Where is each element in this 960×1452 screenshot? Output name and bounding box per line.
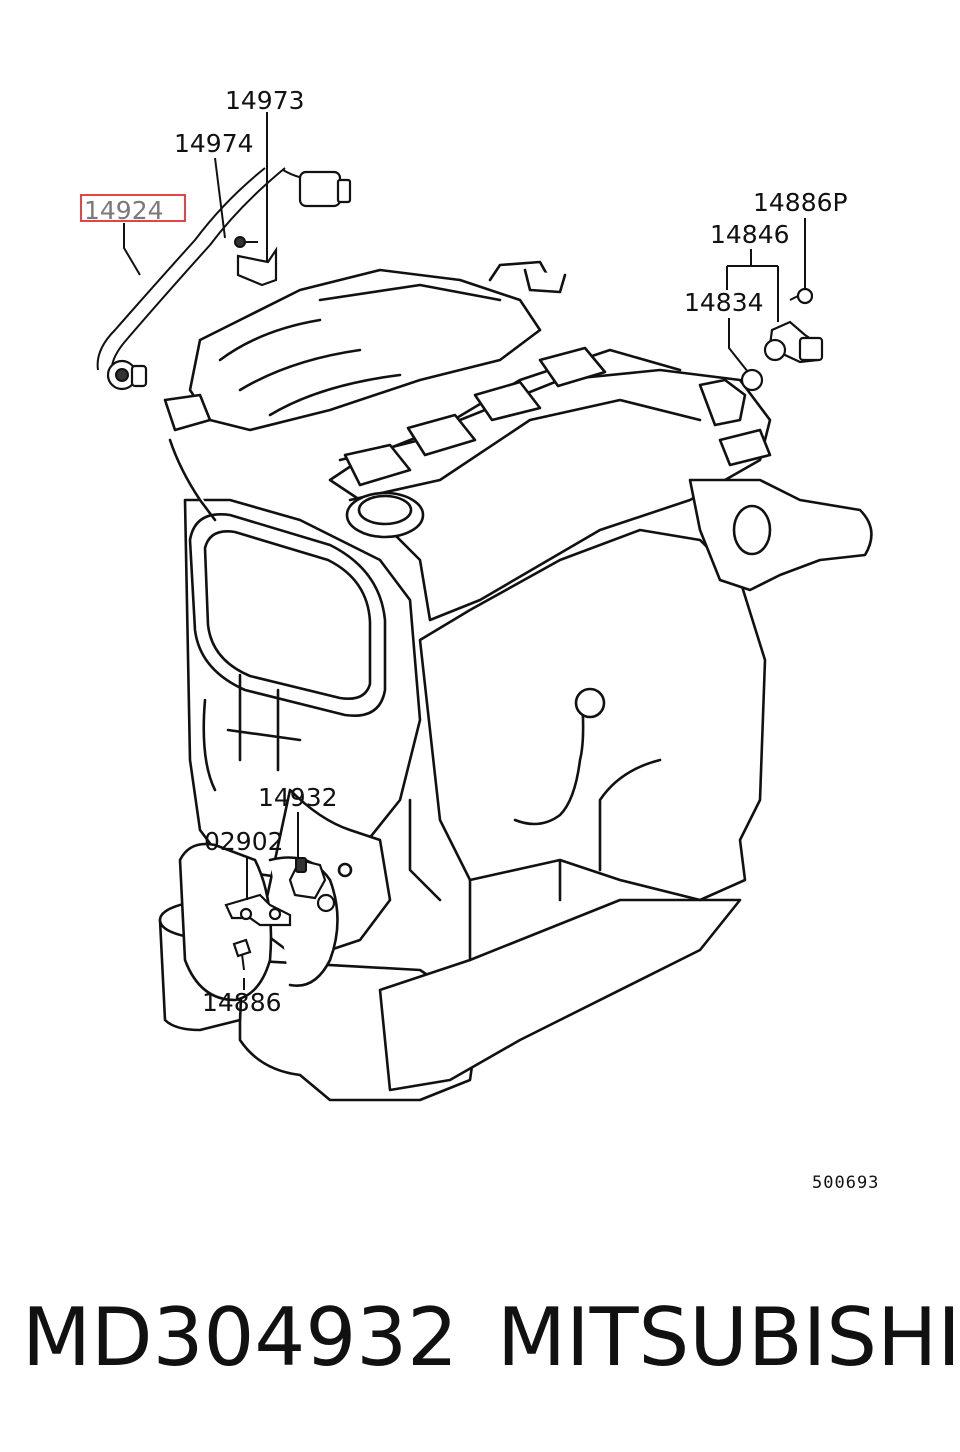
part-number: MD304932 (22, 1291, 459, 1384)
cam-position-sensor (740, 287, 824, 392)
part-labels: 14973 14974 14924 14886P 14846 14834 149… (80, 86, 879, 1193)
brand-name: MITSUBISHI (497, 1291, 960, 1384)
caption: MD304932 MITSUBISHI (0, 1278, 960, 1398)
label-14834: 14834 (684, 288, 764, 317)
knock-sensor-harness (96, 167, 352, 391)
label-14886P: 14886P (753, 188, 848, 217)
leader-lines (123, 112, 806, 990)
label-14886: 14886 (202, 988, 282, 1017)
crank-position-sensor (224, 857, 336, 971)
label-14973: 14973 (225, 86, 305, 115)
label-14924-highlight-box (80, 194, 186, 222)
label-14924: 14924 (84, 196, 164, 225)
label-02902: 02902 (204, 827, 284, 856)
engine-parts-diagram: 14973 14974 14924 14886P 14846 14834 149… (80, 86, 879, 1193)
figure-number: 500693 (812, 1173, 879, 1193)
label-14846: 14846 (710, 220, 790, 249)
label-14974: 14974 (174, 129, 254, 158)
engine-block (158, 260, 873, 1102)
label-14932: 14932 (258, 783, 338, 812)
